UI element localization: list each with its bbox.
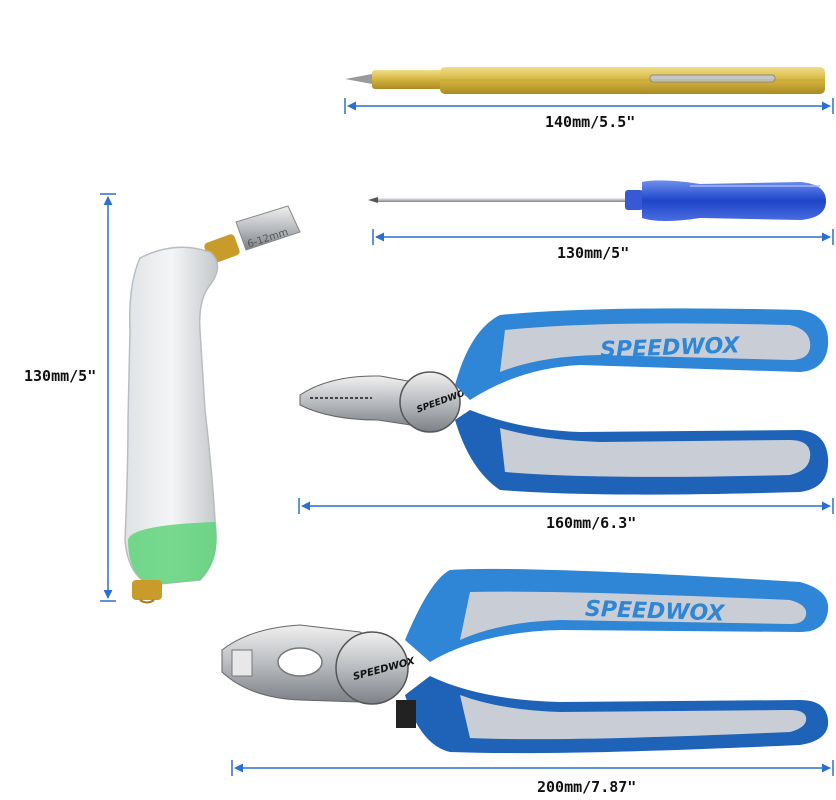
glass-cutter-measurement: 130mm/5" (24, 367, 97, 385)
scriber-measurement: 140mm/5.5" (545, 113, 636, 131)
glass-cutter-dimension-line (100, 193, 116, 602)
screwdriver-tool (368, 180, 826, 221)
screwdriver-dimension-line (372, 229, 834, 245)
brand-text-large-pliers: SPEEDWOX (585, 597, 726, 627)
pliers-small-tool: SPEEDWOX SPEEDWOX (299, 308, 829, 495)
pliers-large-tool: SPEEDWOX SPEEDWOX (221, 568, 829, 754)
glass-cutter-tool: 6-12mm (124, 205, 301, 604)
screwdriver-measurement: 130mm/5" (557, 244, 630, 262)
scriber-dimension-line (344, 98, 834, 114)
scriber-tool (345, 67, 825, 94)
pliers-small-dimension-line (298, 498, 834, 514)
pliers-large-measurement: 200mm/7.87" (537, 778, 637, 796)
pliers-large-dimension-line (231, 760, 834, 776)
pliers-small-measurement: 160mm/6.3" (546, 514, 637, 532)
brand-text-small-pliers: SPEEDWOX (600, 333, 741, 363)
